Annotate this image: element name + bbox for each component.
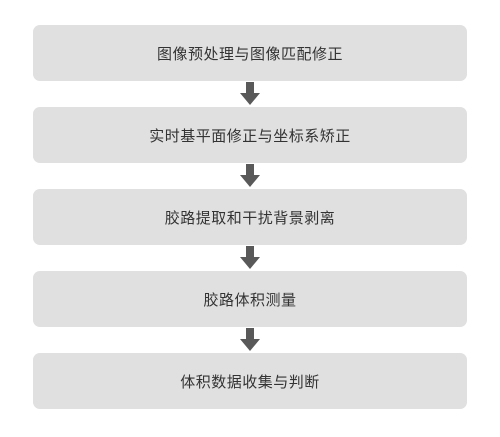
arrow-down-icon (240, 328, 260, 351)
step-box-baseplane-correction: 实时基平面修正与坐标系矫正 (33, 107, 467, 163)
step-box-data-judgement: 体积数据收集与判断 (33, 353, 467, 409)
step-label: 图像预处理与图像匹配修正 (156, 44, 343, 63)
arrow-down-icon (240, 164, 260, 187)
step-box-volume-measurement: 胶路体积测量 (33, 271, 467, 327)
step-label: 胶路体积测量 (203, 290, 297, 309)
step-label: 实时基平面修正与坐标系矫正 (149, 126, 351, 145)
arrow-down-icon (240, 246, 260, 269)
step-box-preprocessing: 图像预处理与图像匹配修正 (33, 25, 467, 81)
step-box-glue-extraction: 胶路提取和干扰背景剥离 (33, 189, 467, 245)
arrow-down-icon (240, 82, 260, 105)
step-label: 体积数据收集与判断 (180, 372, 320, 391)
step-label: 胶路提取和干扰背景剥离 (164, 208, 336, 227)
